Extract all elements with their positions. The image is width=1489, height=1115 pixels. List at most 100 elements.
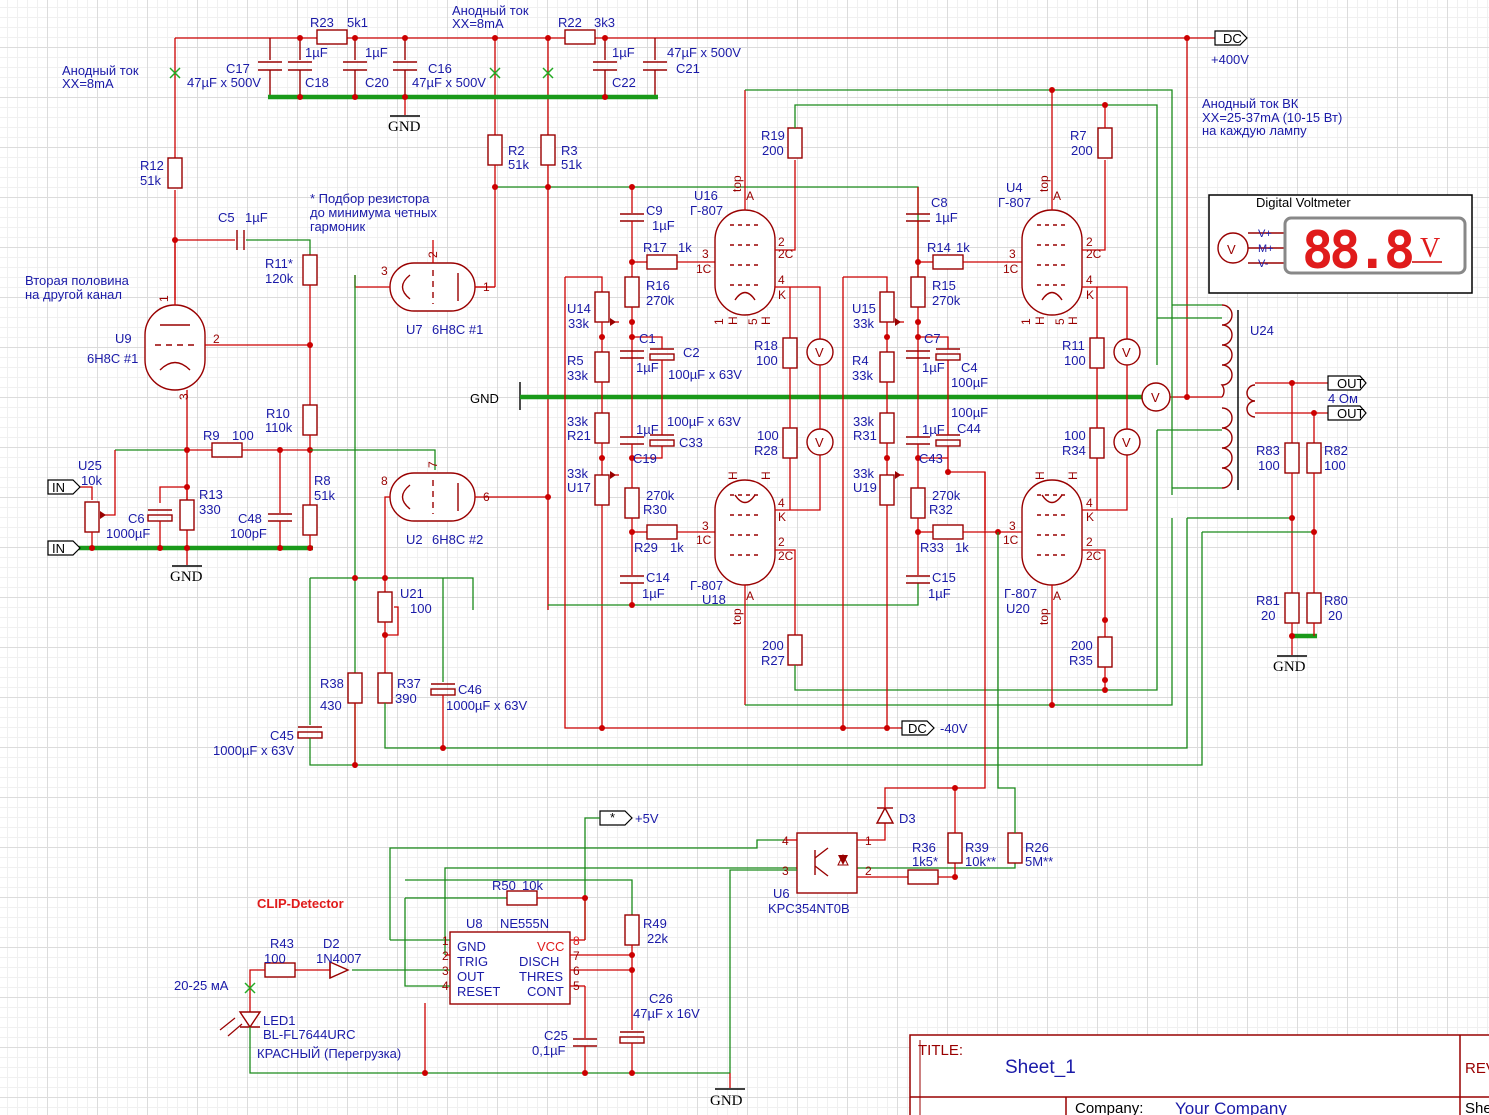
components-R2-label: R2 xyxy=(508,143,525,158)
components-R7-label: R7 xyxy=(1070,128,1087,143)
components-C48v-label: 100pF xyxy=(230,526,267,541)
ne555-pins-gnd-label: GND xyxy=(457,939,486,954)
r22-body xyxy=(564,29,596,45)
components-C20-label: C20 xyxy=(365,75,389,90)
ne555-pins-reset-label: RESET xyxy=(457,984,500,999)
components-R36v-label: 1k5* xyxy=(912,854,938,869)
components-C9v-label: 1µF xyxy=(652,218,675,233)
components-D3-label: D3 xyxy=(899,811,916,826)
input-stage xyxy=(47,230,436,567)
components-R39v-label: 10k** xyxy=(965,854,996,869)
voltmeter-title-label: Digital Voltmeter xyxy=(1256,195,1351,210)
pin-label: 2 xyxy=(1086,535,1093,549)
components-R30v-label: 270k xyxy=(646,488,675,503)
power-gnd-label: GND xyxy=(1273,659,1306,675)
pin-label: 3 xyxy=(1009,247,1016,261)
components-C7v-label: 1µF xyxy=(922,360,945,375)
components-C26v-label: 47µF x 16V xyxy=(633,1006,700,1021)
components-C18-label: C18 xyxy=(305,75,329,90)
components-C33v-label: 100µF x 63V xyxy=(667,414,741,429)
pin-label: 3 xyxy=(702,247,709,261)
tube-pins-a-label: A xyxy=(1053,189,1061,203)
components-C4v-label: 100µF xyxy=(951,375,988,390)
components-U19v-label: 33k xyxy=(853,466,874,481)
pin-label: 3 xyxy=(702,519,709,533)
components-R26-label: R26 xyxy=(1025,840,1049,855)
components-C17-label: C17 xyxy=(226,61,250,76)
components-U14-label: U14 xyxy=(567,301,591,316)
components-R17v-label: 1k xyxy=(678,240,692,255)
digital-voltmeter xyxy=(1208,194,1473,294)
pin-label: 6 xyxy=(573,964,580,978)
components-U2-label: U2 xyxy=(406,532,423,547)
tube-pins-a-label: A xyxy=(1053,589,1061,603)
components-R9-label: R9 xyxy=(203,428,220,443)
tube-pins-k-label: K xyxy=(778,288,786,302)
ne555-pins-out-label: OUT xyxy=(457,969,485,984)
voltmeter-symbol-label: V xyxy=(1151,390,1160,405)
components-U15-label: U15 xyxy=(852,301,876,316)
components-LED1v-label: BL-FL7644URC xyxy=(263,1027,356,1042)
components-R19-label: R19 xyxy=(761,128,785,143)
components-R81v-label: 20 xyxy=(1261,608,1275,623)
components-R82v-label: 100 xyxy=(1324,458,1346,473)
pin-label: H xyxy=(759,471,773,480)
components-C14-label: C14 xyxy=(646,570,670,585)
components-U17v-label: 33k xyxy=(567,466,588,481)
pin-label: 1 xyxy=(1019,318,1033,325)
components-U9-label: U9 xyxy=(115,331,132,346)
components-C6-label: C6 xyxy=(128,511,145,526)
components-C1-label: C1 xyxy=(639,331,656,346)
power-plus400-label: +400V xyxy=(1211,52,1249,67)
notes-anode-current-vk-label: Анодный ток ВК xyxy=(1202,96,1299,111)
components-R27v-label: 200 xyxy=(762,638,784,653)
voltmeter-unit: V xyxy=(1420,233,1440,264)
notes-anode-current-vk3-label: на каждую лампу xyxy=(1202,123,1307,138)
tube-pins-c2-label: 2C xyxy=(1086,247,1102,261)
components-R33v-label: 1k xyxy=(955,540,969,555)
pin-label: 7 xyxy=(573,949,580,963)
notes-second-half-2-label: на другой канал xyxy=(25,287,122,302)
pin-label: 1 xyxy=(442,934,449,948)
components-R26v-label: 5M** xyxy=(1025,854,1053,869)
components-R82-label: R82 xyxy=(1324,443,1348,458)
components-R10v-label: 110k xyxy=(265,420,293,435)
components-C46v-label: 1000µF x 63V xyxy=(446,698,528,713)
components-R31v-label: 33k xyxy=(853,414,874,429)
components-R3-label: R3 xyxy=(561,143,578,158)
ne555-pins-disch-label: DISCH xyxy=(519,954,559,969)
components-R32-label: R32 xyxy=(929,502,953,517)
title-block-rev-label-label: REV xyxy=(1465,1060,1489,1077)
pin-label: 4 xyxy=(778,496,785,510)
tube-pins-c2-label: 2C xyxy=(1086,549,1102,563)
clip-detector xyxy=(219,472,1023,1090)
right-output-pair xyxy=(840,87,1141,736)
notes-anode-current-1b-label: XX=8mA xyxy=(62,76,114,91)
pin-label: 4 xyxy=(778,273,785,287)
components-R50v-label: 10k xyxy=(522,878,543,893)
components-C8-label: C8 xyxy=(931,195,948,210)
components-R38-label: R38 xyxy=(320,676,344,691)
left-output-pair xyxy=(548,89,1173,731)
components-R12-label: R12 xyxy=(140,158,164,173)
tube-pins-h-label: H xyxy=(726,316,740,325)
voltmeter-pin-vminus-label: V- xyxy=(1258,258,1269,270)
components-R3v-label: 51k xyxy=(561,157,582,172)
components-U18-label: U18 xyxy=(702,592,726,607)
pin-label: 3 xyxy=(1009,519,1016,533)
tube-pins-k-label: K xyxy=(778,510,786,524)
components-U9v-label: 6Н8С #1 xyxy=(87,351,138,366)
components-R37-label: R37 xyxy=(397,676,421,691)
voltmeter-pin-vplus-label: V+ xyxy=(1258,228,1272,240)
tube-pins-top-label: top xyxy=(1037,175,1051,192)
tube-pins-top-label: top xyxy=(730,608,744,625)
pin-label: 5 xyxy=(746,318,760,325)
components-R15v-label: 270k xyxy=(932,293,961,308)
r23-label: R23 xyxy=(310,15,334,30)
notes-resistor-note-2-label: до минимума четных xyxy=(310,205,437,220)
tube-pins-k-label: K xyxy=(1086,288,1094,302)
title-block-company-label-label: Company: xyxy=(1075,1100,1143,1115)
components-C45-label: C45 xyxy=(270,728,294,743)
power-dc-label-label: DC xyxy=(908,721,927,736)
cathode-network xyxy=(297,518,1203,768)
